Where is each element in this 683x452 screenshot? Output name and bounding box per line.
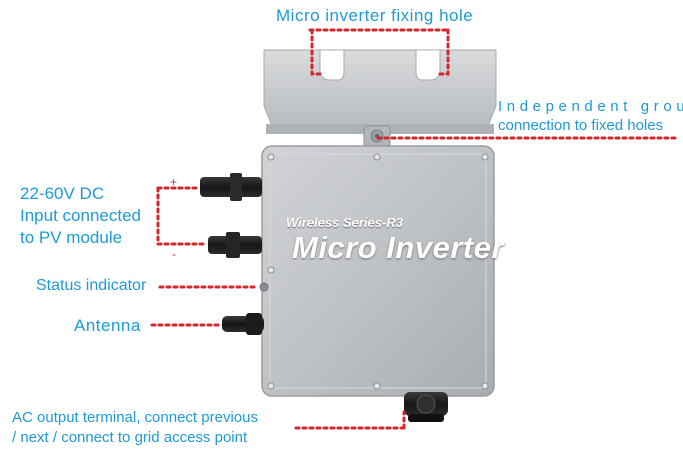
- ac-output-label-line2: / next / connect to grid access point: [12, 429, 248, 446]
- ac-output-terminal: [404, 392, 448, 422]
- dc-label-line3: to PV module: [20, 228, 123, 247]
- callout-lines: [150, 28, 678, 430]
- ac-output-label-line1: AC output terminal, connect previous: [12, 409, 258, 426]
- ground-label-line1: Independent ground: [498, 98, 683, 115]
- dc-bracket-line: [156, 186, 208, 246]
- screw: [267, 382, 275, 390]
- screw: [373, 153, 381, 161]
- mounting-plate: [263, 49, 497, 134]
- dc-label-line1: 22-60V DC: [20, 184, 105, 203]
- fixing-hole-right-line: [438, 28, 450, 76]
- fixing-hole-left: [319, 49, 345, 81]
- product-name: Micro Inverter: [292, 230, 505, 265]
- screw: [267, 266, 275, 274]
- dc-negative-connector: [208, 232, 262, 258]
- plus-sign: +: [170, 175, 178, 189]
- fixing-hole-right: [415, 49, 441, 81]
- fixing-hole-label: Micro inverter fixing hole: [276, 6, 474, 25]
- dc-label-line2: Input connected: [20, 206, 141, 225]
- minus-sign: -: [172, 247, 176, 261]
- fixing-hole-left-line: [310, 28, 322, 76]
- series-text: Wireless Series-R3: [286, 215, 403, 230]
- antenna-label: Antenna: [74, 316, 141, 335]
- status-indicator-label: Status indicator: [36, 277, 147, 294]
- antenna-connector: [222, 313, 264, 335]
- status-indicator-led: [259, 282, 269, 292]
- screw: [481, 153, 489, 161]
- dc-positive-connector: [200, 173, 262, 201]
- screw: [481, 382, 489, 390]
- screw: [373, 382, 381, 390]
- ground-label-line2: connection to fixed holes: [498, 117, 664, 134]
- inverter-housing: [261, 145, 495, 397]
- screw: [267, 153, 275, 161]
